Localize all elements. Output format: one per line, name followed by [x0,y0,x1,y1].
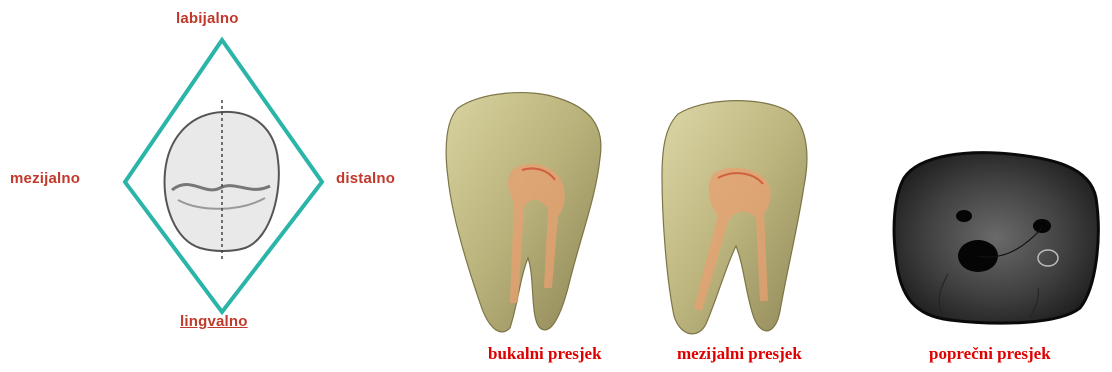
occlusal-tooth-icon [165,100,279,262]
caption-buccal-section: bukalni presjek [488,344,602,364]
caption-cross-section: poprečni presjek [929,344,1051,364]
orientation-drawing [0,0,430,372]
cross-section-image [890,148,1102,324]
mesial-section-tooth [658,96,818,342]
orientation-diagram: labijalno mezijalno distalno lingvalno [0,0,430,372]
root-canal-2 [956,210,972,222]
root-canal-3 [1033,219,1051,233]
caption-mesial-section: mezijalni presjek [677,344,802,364]
buccal-section-tooth [440,88,610,340]
